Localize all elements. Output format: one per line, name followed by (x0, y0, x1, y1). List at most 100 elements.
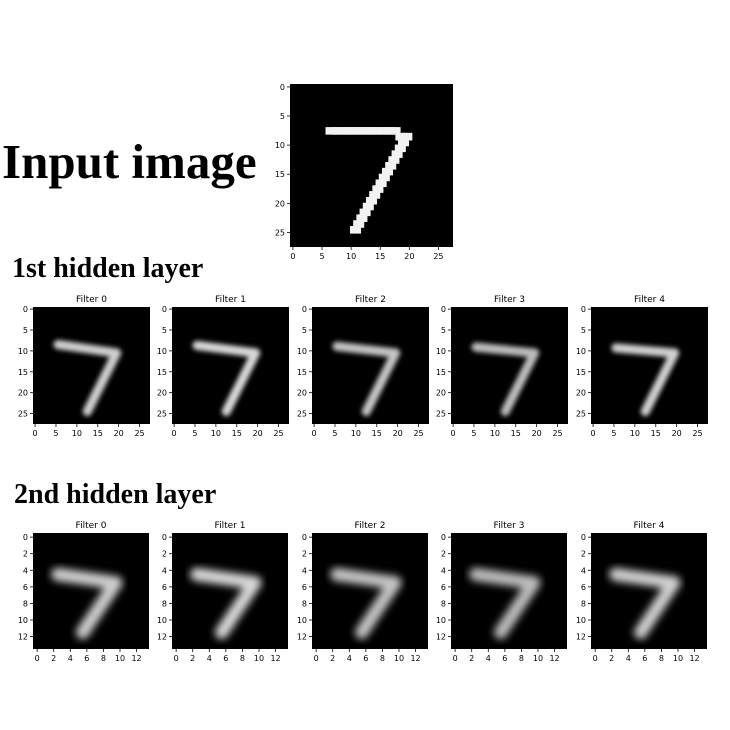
x-tick-label: 8 (519, 654, 524, 663)
digit-pixel (395, 132, 407, 141)
x-tick-label: 8 (380, 654, 385, 663)
digit-pixel (372, 185, 384, 193)
x-tick-label: 10 (351, 429, 361, 438)
x-tick-label: 20 (114, 429, 124, 438)
digit-pixel (349, 226, 362, 234)
digit-pixel (362, 202, 374, 211)
x-tick-label: 12 (131, 654, 141, 663)
x-tick-label: 6 (502, 654, 507, 663)
x-tick-label: 15 (511, 429, 521, 438)
x-tick-label: 10 (630, 429, 640, 438)
digit-pixel (388, 156, 400, 164)
y-tick-label: 15 (157, 368, 167, 377)
y-tick-label: 10 (275, 141, 285, 150)
x-tick-label: 25 (692, 429, 702, 438)
y-tick-label: 15 (18, 368, 28, 377)
y-tick-label: 10 (18, 616, 28, 625)
y-tick-label: 0 (23, 533, 28, 542)
x-tick-label: 5 (192, 429, 197, 438)
feature-activation (330, 567, 402, 640)
filter-title: Filter 4 (634, 521, 665, 531)
y-tick-label: 8 (302, 599, 307, 608)
y-tick-label: 5 (441, 326, 446, 335)
y-tick-label: 4 (162, 566, 167, 575)
y-tick-label: 12 (297, 633, 307, 642)
feature-activation (51, 567, 123, 640)
x-tick-label: 25 (552, 429, 562, 438)
x-tick-label: 10 (394, 654, 404, 663)
y-tick-label: 15 (436, 368, 446, 377)
filter-title: Filter 2 (355, 295, 386, 305)
digit-pixel (378, 173, 390, 182)
x-tick-label: 0 (172, 429, 177, 438)
y-tick-label: 6 (162, 583, 167, 592)
x-tick-label: 6 (642, 654, 647, 663)
x-tick-label: 0 (312, 429, 317, 438)
y-tick-label: 10 (297, 347, 307, 356)
x-tick-label: 5 (332, 429, 337, 438)
digit-pixel (325, 127, 337, 135)
filter-title: Filter 4 (634, 295, 665, 305)
x-tick-label: 10 (673, 654, 683, 663)
y-tick-label: 12 (18, 633, 28, 642)
y-tick-label: 20 (157, 389, 167, 398)
digit-pixel (389, 127, 401, 135)
x-tick-label: 6 (363, 654, 368, 663)
y-tick-label: 12 (436, 633, 446, 642)
feature-activation (332, 341, 401, 417)
digit-pixel (369, 191, 381, 199)
x-tick-label: 4 (626, 654, 631, 663)
filter-title: Filter 3 (494, 521, 525, 531)
y-tick-label: 6 (23, 583, 28, 592)
x-tick-label: 5 (319, 252, 324, 261)
x-tick-label: 0 (35, 654, 40, 663)
y-tick-label: 2 (302, 550, 307, 559)
y-tick-label: 2 (581, 550, 586, 559)
feature-activation (609, 567, 681, 640)
x-tick-label: 20 (253, 429, 263, 438)
x-tick-label: 0 (174, 654, 179, 663)
x-tick-label: 4 (347, 654, 352, 663)
y-tick-label: 10 (297, 616, 307, 625)
x-tick-label: 20 (532, 429, 542, 438)
y-tick-label: 0 (581, 305, 586, 314)
y-tick-label: 5 (581, 326, 586, 335)
second-hidden-layer-heading: 2nd hidden layer (14, 479, 217, 510)
y-tick-label: 20 (436, 389, 446, 398)
feature-activation (53, 340, 122, 417)
x-tick-label: 0 (453, 654, 458, 663)
y-tick-label: 6 (302, 583, 307, 592)
digit-pixel (337, 127, 349, 135)
y-tick-label: 10 (157, 616, 167, 625)
filter-title: Filter 0 (76, 521, 107, 531)
x-tick-label: 0 (451, 429, 456, 438)
x-tick-label: 25 (413, 429, 423, 438)
x-tick-label: 10 (254, 654, 264, 663)
x-tick-label: 4 (486, 654, 491, 663)
y-tick-label: 5 (302, 326, 307, 335)
y-tick-label: 2 (162, 550, 167, 559)
x-tick-label: 0 (593, 654, 598, 663)
x-tick-label: 15 (232, 429, 242, 438)
y-tick-label: 10 (157, 347, 167, 356)
first-hidden-layer-heading: 1st hidden layer (12, 253, 204, 284)
y-tick-label: 10 (576, 347, 586, 356)
digit-pixel (385, 162, 397, 170)
y-tick-label: 15 (275, 170, 285, 179)
x-tick-label: 0 (314, 654, 319, 663)
y-tick-label: 20 (275, 199, 285, 208)
x-tick-label: 5 (611, 429, 616, 438)
y-tick-label: 0 (280, 83, 285, 92)
y-tick-label: 6 (581, 583, 586, 592)
x-tick-label: 2 (609, 654, 614, 663)
digit-pixel (359, 208, 371, 217)
x-tick-label: 15 (375, 252, 385, 261)
x-tick-label: 4 (68, 654, 73, 663)
x-tick-label: 2 (190, 654, 195, 663)
filter-title: Filter 1 (215, 521, 246, 531)
